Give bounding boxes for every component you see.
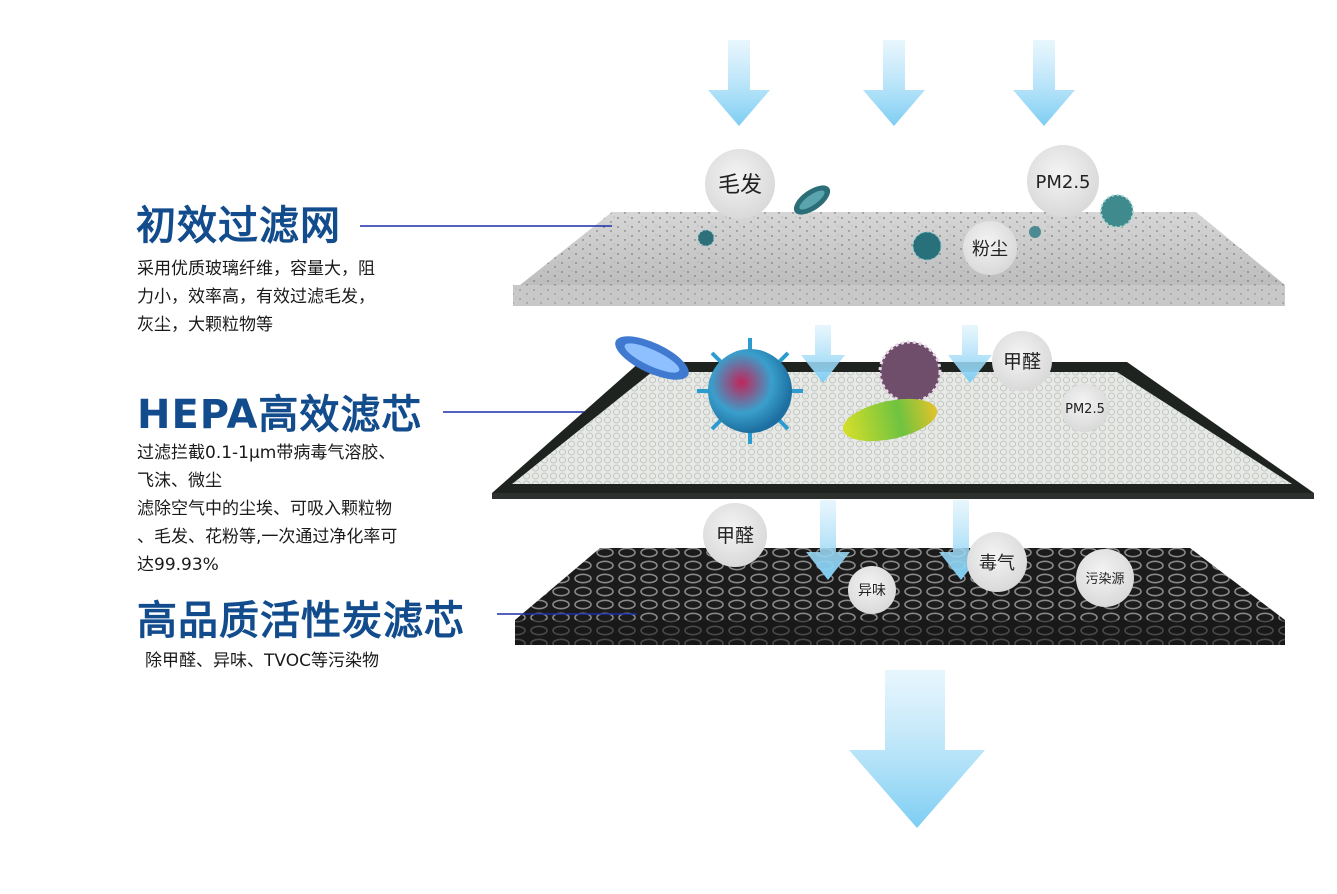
dust-particle-icon	[697, 229, 715, 247]
svg-text:PM2.5: PM2.5	[1065, 402, 1105, 417]
hepa-filter-title: HEPA高效滤芯	[137, 392, 423, 438]
hepa-filter-description: 过滤拦截0.1-1μm带病毒气溶胶、 飞沫、微尘 滤除空气中的尘埃、可吸入颗粒物…	[137, 439, 397, 579]
description-line: 灰尘，大颗粒物等	[137, 315, 273, 335]
description-line: 飞沫、微尘	[137, 471, 222, 491]
primary-filter-title: 初效过滤网	[136, 203, 341, 249]
primary-filter-description: 采用优质玻璃纤维，容量大，阻 力小，效率高，有效过滤毛发， 灰尘，大颗粒物等	[137, 255, 375, 339]
airflow-arrow-bottom	[849, 670, 985, 828]
svg-text:粉尘: 粉尘	[972, 239, 1008, 260]
bubble-odor: 异味	[848, 566, 896, 614]
bubble-pollution-source: 污染源	[1076, 549, 1134, 607]
particle-icons	[615, 185, 1134, 444]
bubble-formaldehyde-mid: 甲醛	[992, 331, 1052, 391]
green-bacterium-icon	[842, 398, 938, 442]
description-line: 除甲醛、异味、TVOC等污染物	[145, 651, 379, 671]
pollen-icon	[878, 340, 942, 404]
leader-lines	[360, 225, 637, 615]
bubble-toxic-gas: 毒气	[967, 532, 1027, 592]
description-line: 达99.93%	[137, 555, 219, 575]
svg-text:甲醛: 甲醛	[1003, 351, 1041, 373]
airflow-arrows-top	[708, 40, 1075, 126]
svg-text:毛发: 毛发	[718, 173, 762, 198]
bubble-formaldehyde-low: 甲醛	[703, 503, 767, 567]
svg-text:污染源: 污染源	[1085, 572, 1124, 587]
svg-text:PM2.5: PM2.5	[1035, 172, 1090, 193]
description-line: 、毛发、花粉等,一次通过净化率可	[137, 527, 398, 547]
bubble-pm25-mid: PM2.5	[1061, 384, 1109, 432]
virus-particle-icon	[912, 226, 1041, 261]
coronavirus-icon	[697, 338, 803, 444]
description-line: 采用优质玻璃纤维，容量大，阻	[137, 259, 375, 279]
description-line: 力小，效率高，有效过滤毛发，	[137, 287, 375, 307]
description-line: 滤除空气中的尘埃、可吸入颗粒物	[137, 499, 392, 519]
carbon-filter-title: 高品质活性炭滤芯	[137, 598, 465, 644]
svg-text:甲醛: 甲醛	[716, 525, 754, 547]
bubble-dust: 粉尘	[963, 221, 1017, 275]
carbon-filter-layer	[515, 548, 1285, 645]
svg-text:异味: 异味	[858, 583, 886, 599]
pm25-particle-icon	[1100, 194, 1134, 228]
bubble-hair: 毛发	[705, 149, 775, 219]
carbon-filter-description: 除甲醛、异味、TVOC等污染物	[145, 647, 379, 675]
blue-bacterium-icon	[615, 336, 689, 380]
primary-filter-layer	[513, 212, 1285, 306]
bubble-pm25-top: PM2.5	[1027, 145, 1099, 217]
svg-text:毒气: 毒气	[979, 553, 1015, 574]
bacillus-icon	[793, 185, 831, 215]
description-line: 过滤拦截0.1-1μm带病毒气溶胶、	[137, 443, 396, 463]
